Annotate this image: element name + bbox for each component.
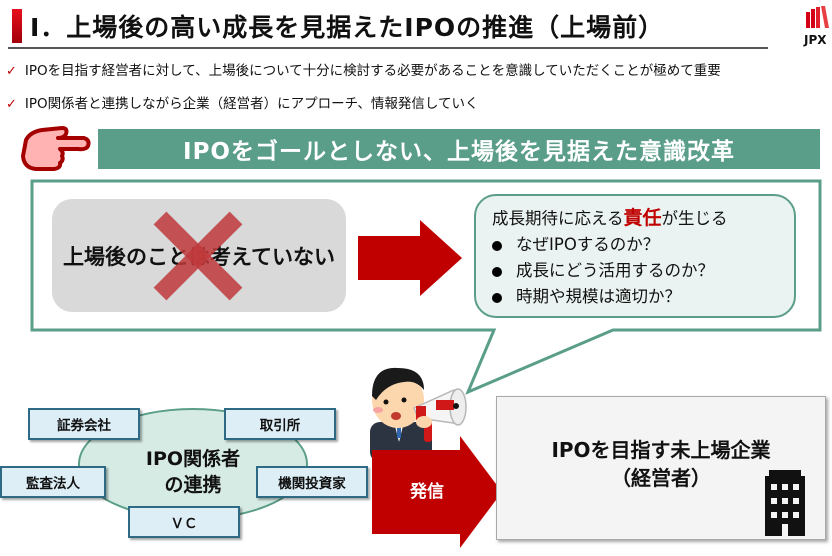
svg-text:JPX: JPX xyxy=(803,33,827,47)
banner: IPOをゴールとしない、上場後を見据えた意識改革 xyxy=(98,129,820,169)
check-icon: ✓ xyxy=(6,97,17,112)
node-securities: 証券会社 xyxy=(28,408,140,440)
send-arrow-icon xyxy=(372,436,502,548)
node-exchange: 取引所 xyxy=(224,408,336,440)
building-icon xyxy=(765,470,805,536)
target-company-label: IPOを目指す未上場企業（経営者） xyxy=(551,438,771,490)
bullet-dot-icon xyxy=(492,292,502,303)
title-divider xyxy=(8,47,768,49)
bullet-dot-icon xyxy=(492,266,502,277)
bullet-1: ✓ IPOを目指す経営者に対して、上場後について十分に検討する必要があることを意識… xyxy=(6,59,721,79)
check-icon: ✓ xyxy=(6,64,17,79)
emphasis-text: 責任 xyxy=(623,207,662,229)
bullet-text: IPO関係者と連携しながら企業（経営者）にアプローチ、情報発信していく xyxy=(24,96,479,112)
person-megaphone-icon xyxy=(370,367,467,460)
node-audit-firm: 監査法人 xyxy=(0,466,106,498)
page-title: Ⅰ．上場後の高い成長を見据えたIPOの推進（上場前） xyxy=(30,13,665,42)
x-mark-icon xyxy=(153,211,243,301)
bullet-2: ✓ IPO関係者と連携しながら企業（経営者）にアプローチ、情報発信していく xyxy=(6,92,478,112)
bullet-text: IPOを目指す経営者に対して、上場後について十分に検討する必要があることを意識し… xyxy=(24,63,721,79)
arrow-right-icon xyxy=(358,220,462,296)
responsibility-bubble: 成長期待に応える責任が生じる なぜIPOするのか？ 成長にどう活用するのか？ 時… xyxy=(474,194,796,318)
bubble-lead: 成長期待に応える責任が生じる xyxy=(492,207,728,229)
network-hub-label: IPO関係者の連携 xyxy=(145,448,241,496)
bullet-dot-icon xyxy=(492,240,502,251)
bubble-item: なぜIPOするのか？ xyxy=(492,232,794,258)
send-label: 発信 xyxy=(410,482,444,502)
title-accent-bar xyxy=(12,9,22,43)
jpx-logo: JPX xyxy=(796,4,832,50)
node-investors: 機関投資家 xyxy=(256,466,368,498)
bubble-item: 時期や規模は適切か？ xyxy=(492,284,794,310)
bubble-item: 成長にどう活用するのか？ xyxy=(492,258,794,284)
node-vc: ＶＣ xyxy=(128,506,240,538)
pointing-hand-icon xyxy=(21,126,91,171)
